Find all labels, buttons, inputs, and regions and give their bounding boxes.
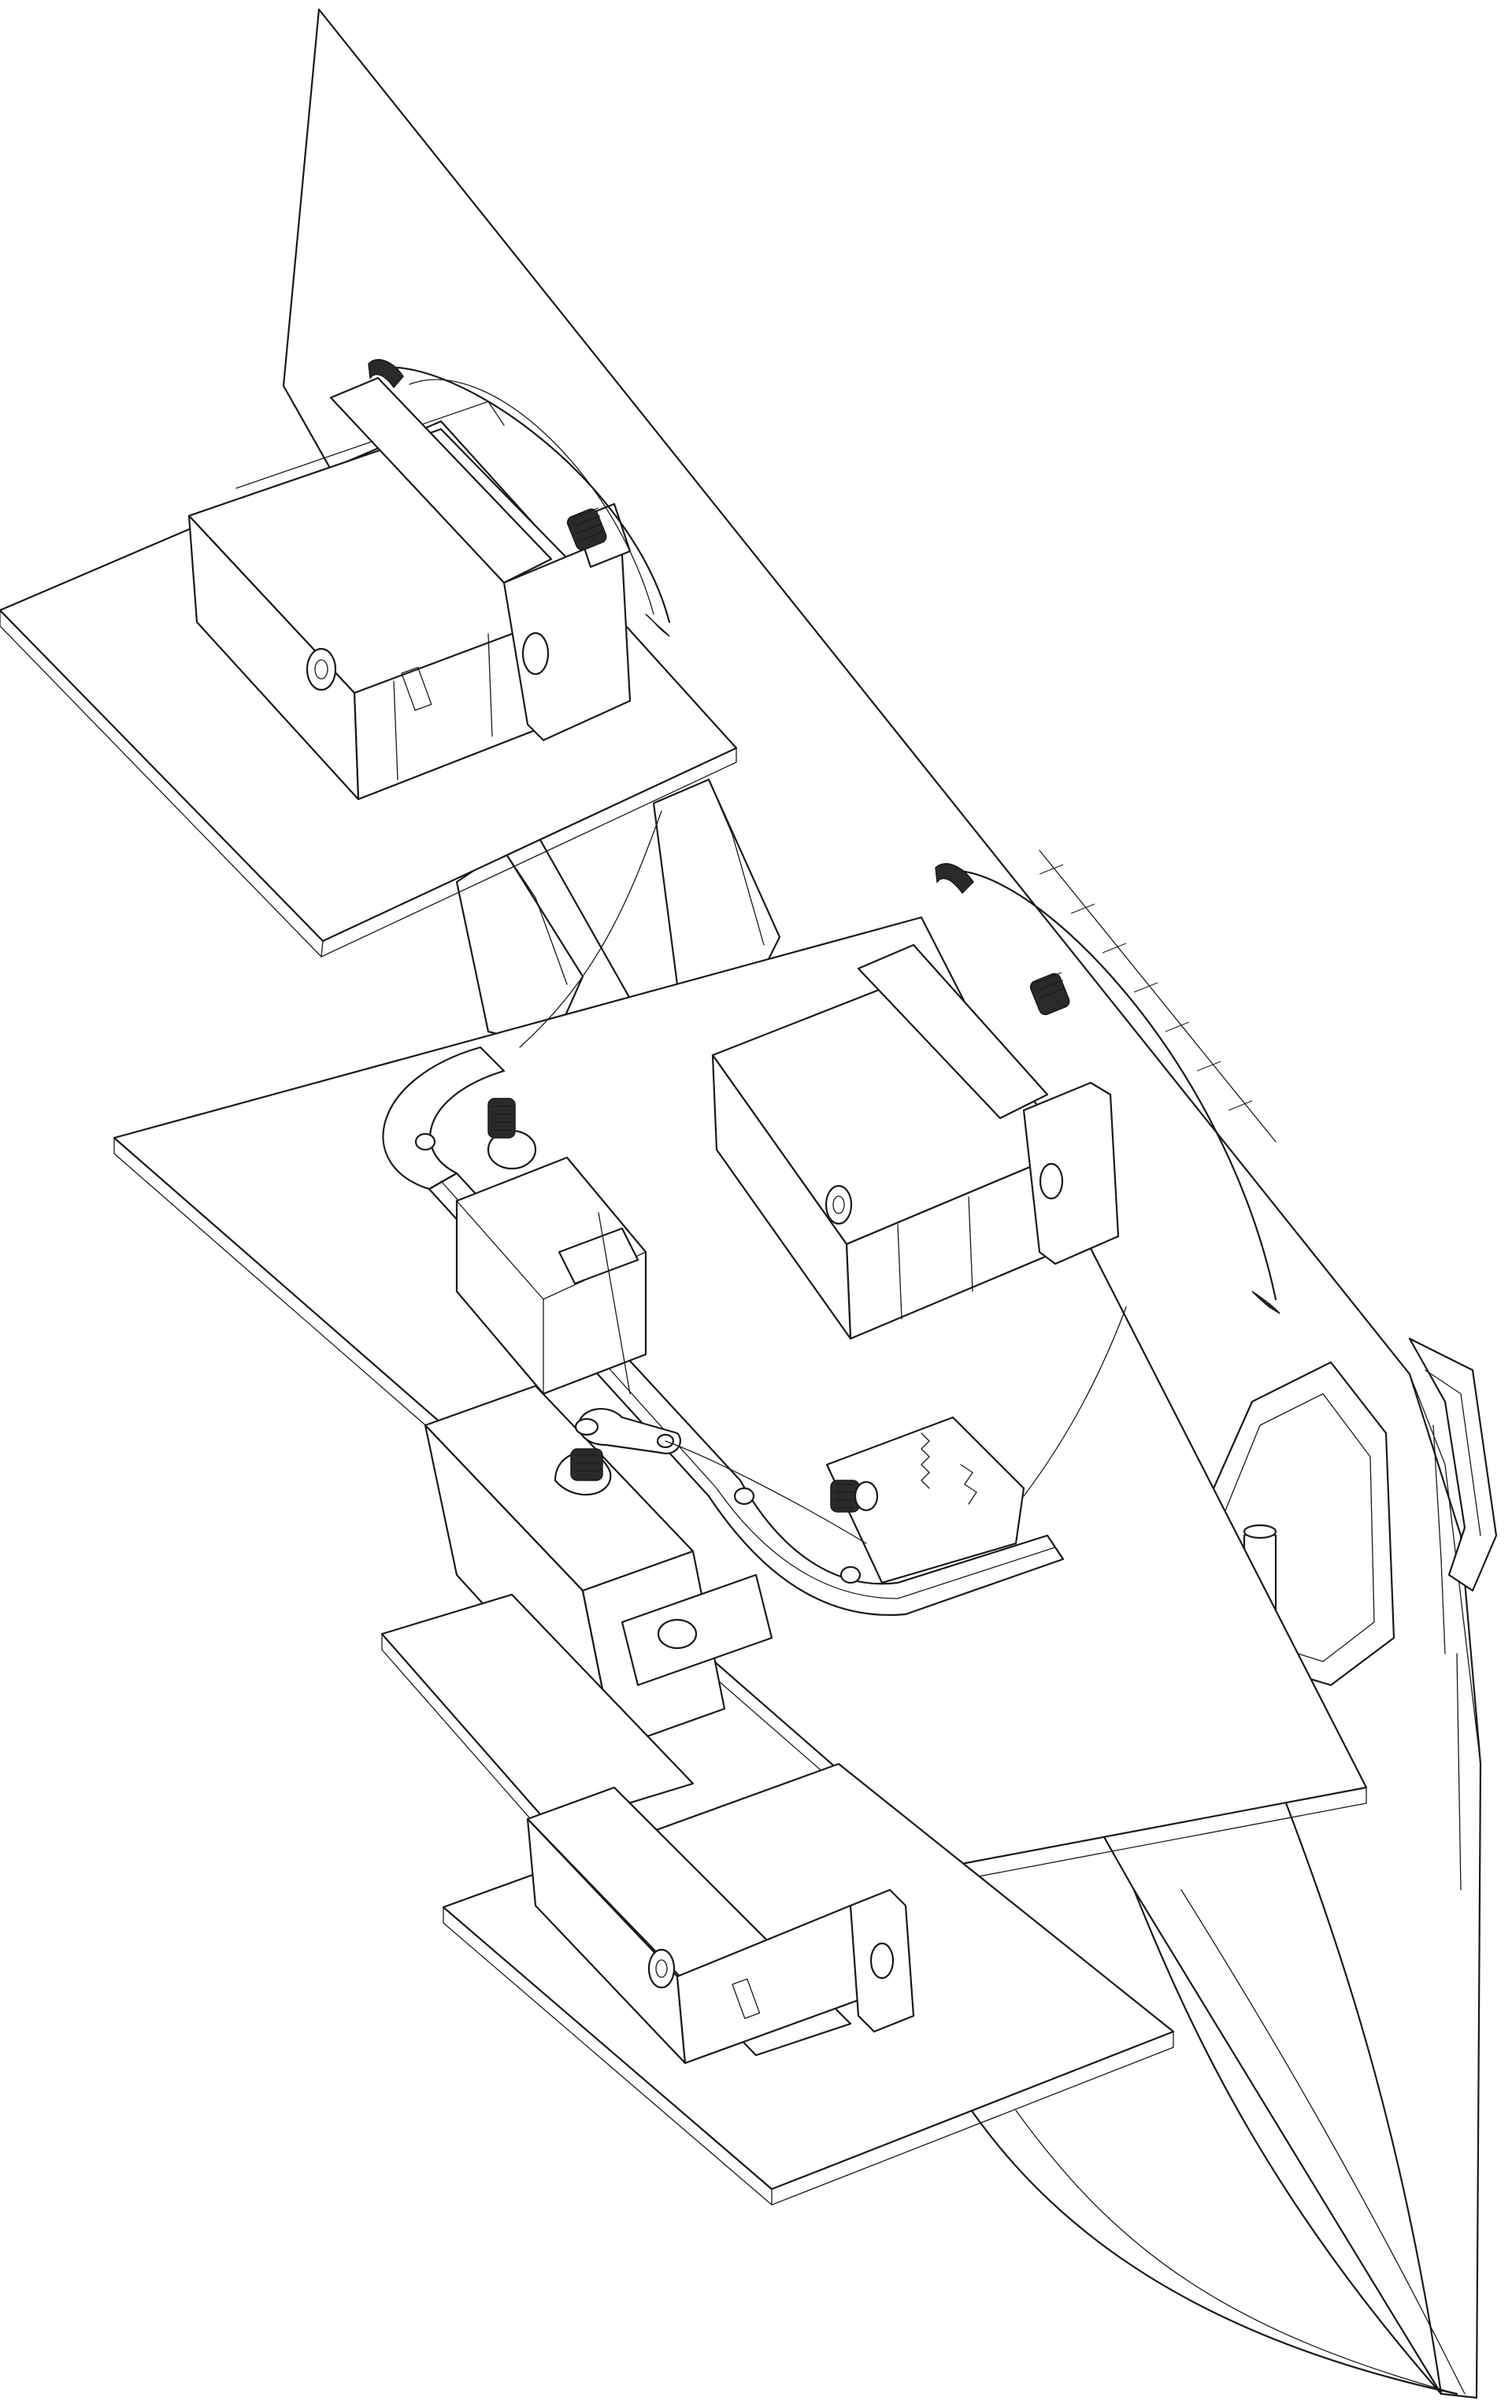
gear-segment bbox=[825, 1416, 1025, 1584]
middle-servo bbox=[711, 943, 1120, 1340]
servo-horn-linkage bbox=[574, 1408, 867, 1544]
lower-wheel bbox=[935, 850, 1280, 1314]
upper-wheel bbox=[368, 359, 671, 637]
middle-horn-assembly bbox=[455, 1098, 647, 1395]
bottom-servo bbox=[526, 1786, 915, 2065]
cables bbox=[519, 810, 1127, 1497]
upper-servo bbox=[187, 376, 632, 801]
